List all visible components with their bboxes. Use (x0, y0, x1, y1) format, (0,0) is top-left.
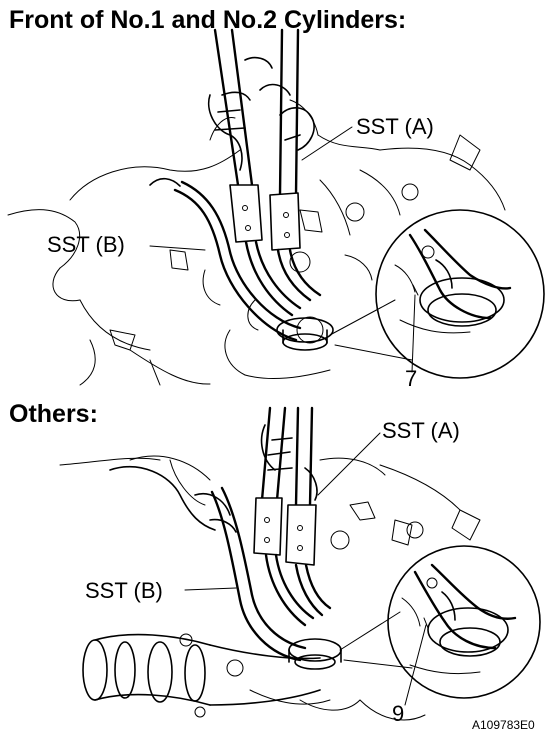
callout-sst-b-top: SST (B) (47, 232, 125, 257)
leader-lines (149, 126, 381, 591)
callout-sst-a-bottom: SST (A) (382, 418, 460, 443)
bottom-illustration (59, 406, 541, 721)
top-illustration (7, 28, 545, 386)
heading-others: Others: (9, 400, 98, 428)
callout-step-7: 7 (405, 366, 418, 391)
callout-sst-a-top: SST (A) (356, 114, 434, 139)
callout-step-9: 9 (392, 701, 405, 726)
heading-front-cylinders: Front of No.1 and No.2 Cylinders: (9, 6, 407, 34)
callout-sst-b-bottom: SST (B) (85, 578, 163, 603)
figure-code: A109783E0 (472, 718, 535, 732)
